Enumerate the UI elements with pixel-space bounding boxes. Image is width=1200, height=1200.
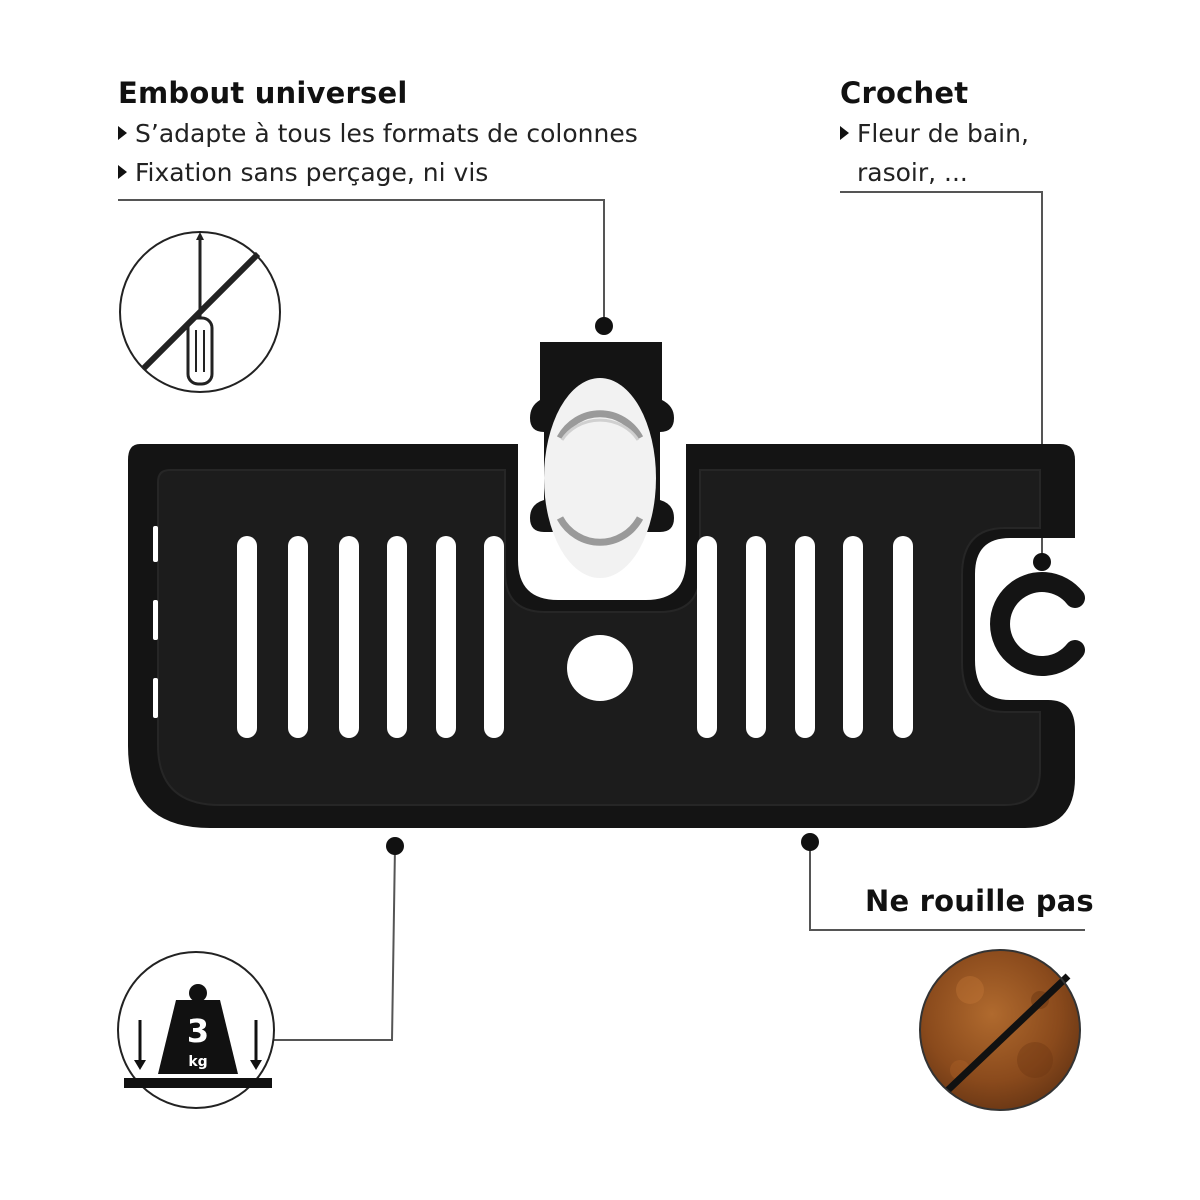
crochet-title: Crochet: [840, 76, 969, 110]
screwdriver-crossed-icon: [119, 231, 281, 393]
crochet-bullet-1: Fleur de bain,: [840, 119, 1029, 148]
weight-3kg-icon: 3 kg: [117, 951, 275, 1109]
weight-number: 3: [187, 1012, 209, 1050]
bullet-arrow-icon: [840, 126, 849, 140]
shower-caddy-shelf: [128, 444, 1075, 828]
universal-end-clamp: [530, 342, 674, 578]
bullet-arrow-icon: [118, 165, 127, 179]
embout-leader-dot: [595, 317, 613, 335]
weight-unit: kg: [188, 1054, 207, 1070]
weight-leader-dot: [386, 837, 404, 855]
weight-leader-line: [272, 845, 396, 1041]
embout-title: Embout universel: [118, 76, 408, 110]
bullet-arrow-icon: [118, 126, 127, 140]
side-drain-slots: [153, 526, 158, 718]
embout-leader-line: [118, 199, 605, 326]
rust-crossed-icon: [919, 949, 1081, 1111]
center-drain-hole: [567, 635, 633, 701]
drain-slots: [237, 536, 913, 738]
rust-leader-dot: [801, 833, 819, 851]
embout-bullet-1: S’adapte à tous les formats de colonnes: [118, 119, 638, 148]
leader-lines: [118, 191, 1085, 1041]
rust-leader-line: [809, 842, 1085, 931]
crochet-leader-dot: [1033, 553, 1051, 571]
crochet-bullet-1-cont: rasoir, ...: [857, 158, 968, 187]
embout-bullet-2: Fixation sans perçage, ni vis: [118, 158, 488, 187]
rouille-title: Ne rouille pas: [865, 884, 1094, 918]
crochet-leader-line: [840, 191, 1043, 560]
hook: [990, 572, 1085, 676]
